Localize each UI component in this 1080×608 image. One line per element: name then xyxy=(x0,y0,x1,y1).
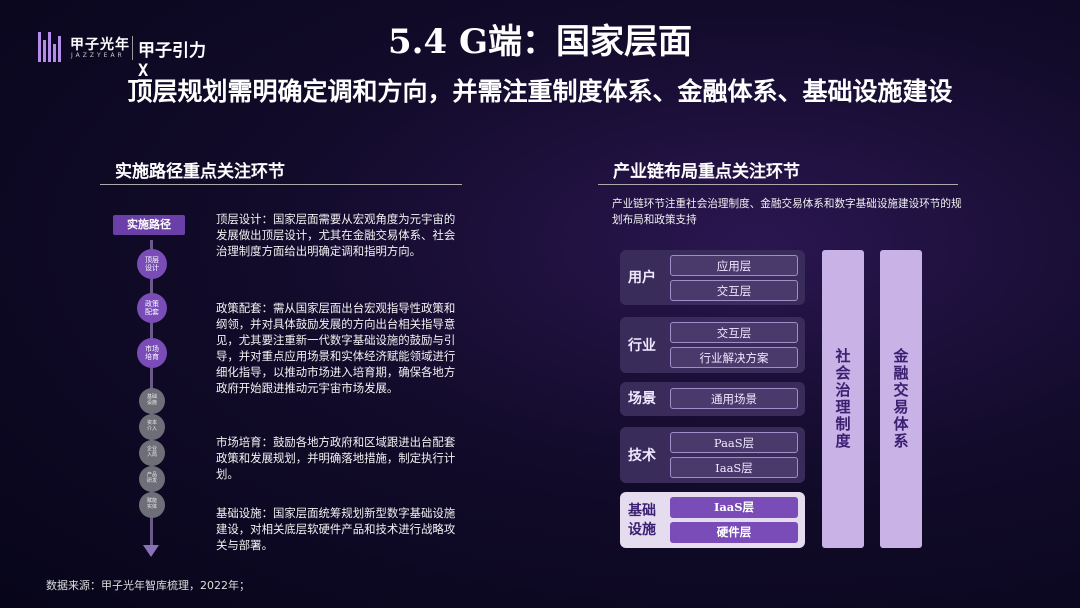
right-section-divider xyxy=(598,184,958,185)
group-label: 用户 xyxy=(628,270,656,286)
path-node-product: 产品研发 xyxy=(139,466,165,492)
column-financial-trading: 金融交易体系 xyxy=(880,250,922,548)
left-section-heading: 实施路径重点关注环节 xyxy=(115,162,285,182)
event-logo: 甲子引力X xyxy=(138,41,206,81)
layer-item: 行业解决方案 xyxy=(670,347,798,368)
group-infrastructure: 基础 设施 IaaS层 硬件层 xyxy=(620,492,805,548)
column-social-governance: 社会治理制度 xyxy=(822,250,864,548)
brand-logo: 甲子光年 JAZZYEAR 甲子引力X xyxy=(38,30,208,81)
column-label: 金融交易体系 xyxy=(891,348,910,450)
column-label: 社会治理制度 xyxy=(833,348,852,450)
brand-name: 甲子光年 xyxy=(70,37,130,53)
logo-mark-icon xyxy=(38,32,62,62)
layer-item: 硬件层 xyxy=(670,522,798,543)
path-node-policy: 政策配套 xyxy=(137,293,167,323)
desc-market: 市场培育：鼓励各地方政府和区域跟进出台配套政策和发展规划，并明确落地措施，制定执… xyxy=(216,435,456,481)
page-title: 5.4 G端：国家层面 xyxy=(387,22,693,62)
layer-item: IaaS层 xyxy=(670,497,798,518)
layer-item: 通用场景 xyxy=(670,388,798,409)
layer-item: 应用层 xyxy=(670,255,798,276)
logo-divider xyxy=(132,36,133,60)
group-user: 用户 应用层 交互层 xyxy=(620,250,805,305)
group-label: 行业 xyxy=(628,338,656,354)
path-node-empower: 赋能实体 xyxy=(139,492,165,518)
layer-item: IaaS层 xyxy=(670,457,798,478)
right-section-heading: 产业链布局重点关注环节 xyxy=(613,162,800,182)
group-label-line-2: 设施 xyxy=(628,522,656,538)
arrow-down-icon xyxy=(143,545,159,557)
brand-sub: JAZZYEAR xyxy=(71,52,125,59)
path-node-capital: 资本介入 xyxy=(139,414,165,440)
group-label-line-1: 基础 xyxy=(628,503,656,519)
group-label: 技术 xyxy=(628,448,656,464)
page-subtitle: 顶层规划需明确定调和方向，并需注重制度体系、金融体系、基础设施建设 xyxy=(127,77,953,106)
chain-description: 产业链环节注重社会治理制度、金融交易体系和数字基础设施建设环节的规划布局和政策支… xyxy=(612,198,962,226)
group-scene: 场景 通用场景 xyxy=(620,382,805,416)
group-industry: 行业 交互层 行业解决方案 xyxy=(620,317,805,373)
path-node-market: 市场培育 xyxy=(137,338,167,368)
path-node-infrastructure: 基础设施 xyxy=(139,388,165,414)
path-node-enterprise: 企业入局 xyxy=(139,440,165,466)
desc-infrastructure: 基础设施：国家层面统筹规划新型数字基础设施建设，对相关底层软硬件产品和技术进行战… xyxy=(216,506,456,552)
layer-item: PaaS层 xyxy=(670,432,798,453)
desc-policy: 政策配套：需从国家层面出台宏观指导性政策和纲领，并对具体鼓励发展的方向出台相关指… xyxy=(216,301,456,395)
layer-item: 交互层 xyxy=(670,322,798,343)
group-tech: 技术 PaaS层 IaaS层 xyxy=(620,427,805,483)
layer-item: 交互层 xyxy=(670,280,798,301)
path-node-top-design: 顶层设计 xyxy=(137,249,167,279)
left-section-divider xyxy=(100,184,462,185)
path-head-badge: 实施路径 xyxy=(113,215,185,235)
desc-top-design: 顶层设计：国家层面需要从宏观角度为元宇宙的发展做出顶层设计，尤其在金融交易体系、… xyxy=(216,212,456,258)
data-source-note: 数据来源：甲子光年智库梳理，2022年； xyxy=(46,579,250,592)
group-label: 场景 xyxy=(628,391,656,407)
